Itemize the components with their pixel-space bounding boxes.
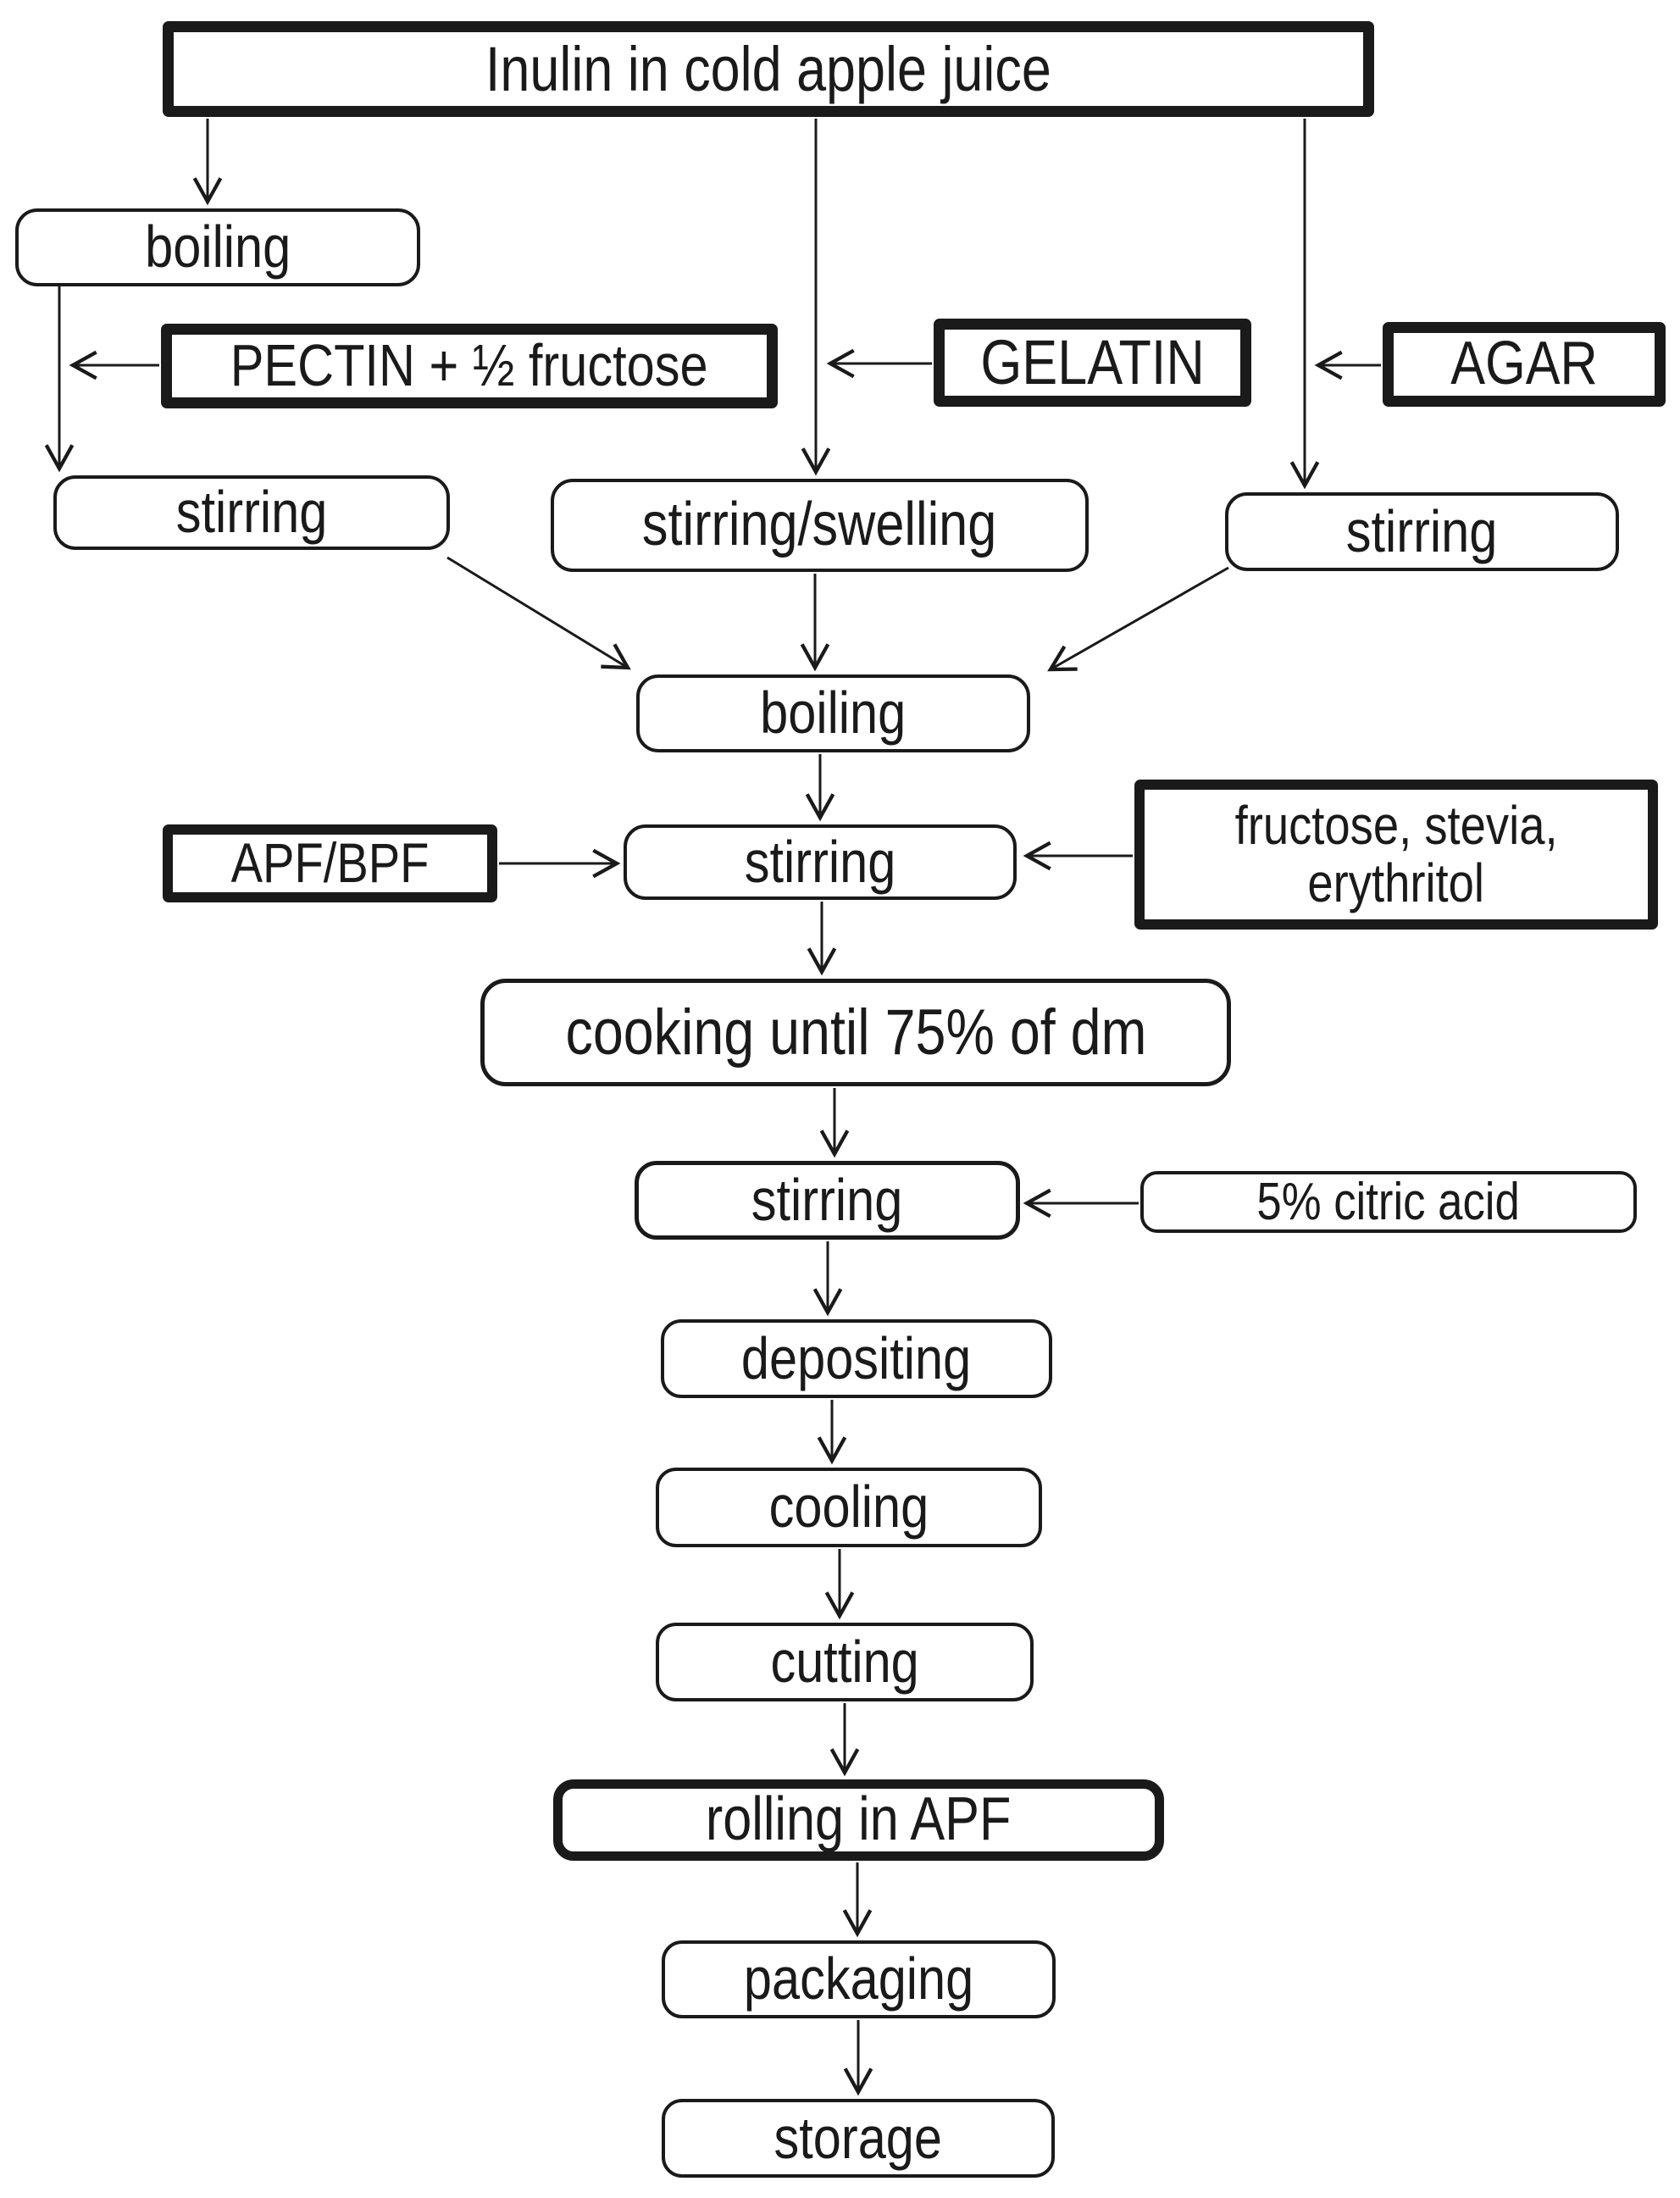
node-5-percent-citric-acid: 5% citric acid [1140,1171,1637,1233]
node-stirring-right: stirring [1225,492,1619,571]
node-label: AGAR [1450,330,1598,398]
node-label: cooking until 75% of dm [565,996,1146,1068]
node-rolling-in-apf: rolling in APF [553,1779,1164,1861]
node-stirring-mid: stirring [624,824,1017,900]
node-gelatin: GELATIN [934,319,1251,407]
node-storage: storage [662,2099,1055,2178]
node-label: PECTIN + ½ fructose [230,332,708,399]
node-label: stirring [744,828,896,895]
node-label: stirring [175,479,328,546]
node-depositing: depositing [661,1319,1052,1398]
node-inulin-in-cold-apple-juice: Inulin in cold apple juice [163,21,1374,117]
arrow-stirring-left-to-boiling [446,556,631,670]
node-label: storage [773,2104,943,2171]
node-label: 5% citric acid [1256,1172,1521,1231]
node-label: stirring [1346,497,1498,564]
node-label: packaging [743,1945,974,2012]
node-cooling: cooling [656,1468,1042,1547]
arrow-stirring-right-to-boiling [1047,566,1229,672]
node-cooking-until-75-percent-dm: cooking until 75% of dm [480,979,1231,1086]
node-label: stirring/swelling [642,491,997,559]
node-boiling-2: boiling [636,674,1030,752]
node-label: cutting [770,1628,919,1695]
node-packaging: packaging [662,1940,1056,2018]
node-stirring-left: stirring [53,475,450,550]
node-label: Inulin in cold apple juice [485,33,1051,104]
node-label: GELATIN [980,327,1205,398]
node-label: rolling in APF [706,1785,1012,1854]
node-label: boiling [760,680,907,747]
node-label: depositing [741,1324,972,1391]
node-boiling-1: boiling [15,208,420,286]
node-label: cooling [768,1474,929,1540]
node-label: APF/BPF [230,831,430,895]
node-apf-bpf: APF/BPF [163,824,497,902]
node-stirring-citric: stirring [635,1161,1020,1240]
node-label-line-2: erythritol [1307,852,1485,913]
node-pectin-half-fructose: PECTIN + ½ fructose [161,324,778,408]
node-label-line-1: fructose, stevia, [1234,795,1558,857]
node-cutting: cutting [656,1623,1034,1701]
node-fructose-stevia-erythritol: fructose, stevia, erythritol [1134,780,1658,930]
node-label: boiling [144,214,291,280]
node-agar: AGAR [1383,322,1666,407]
node-stirring-swelling: stirring/swelling [551,479,1089,572]
node-label: stirring [751,1166,903,1233]
